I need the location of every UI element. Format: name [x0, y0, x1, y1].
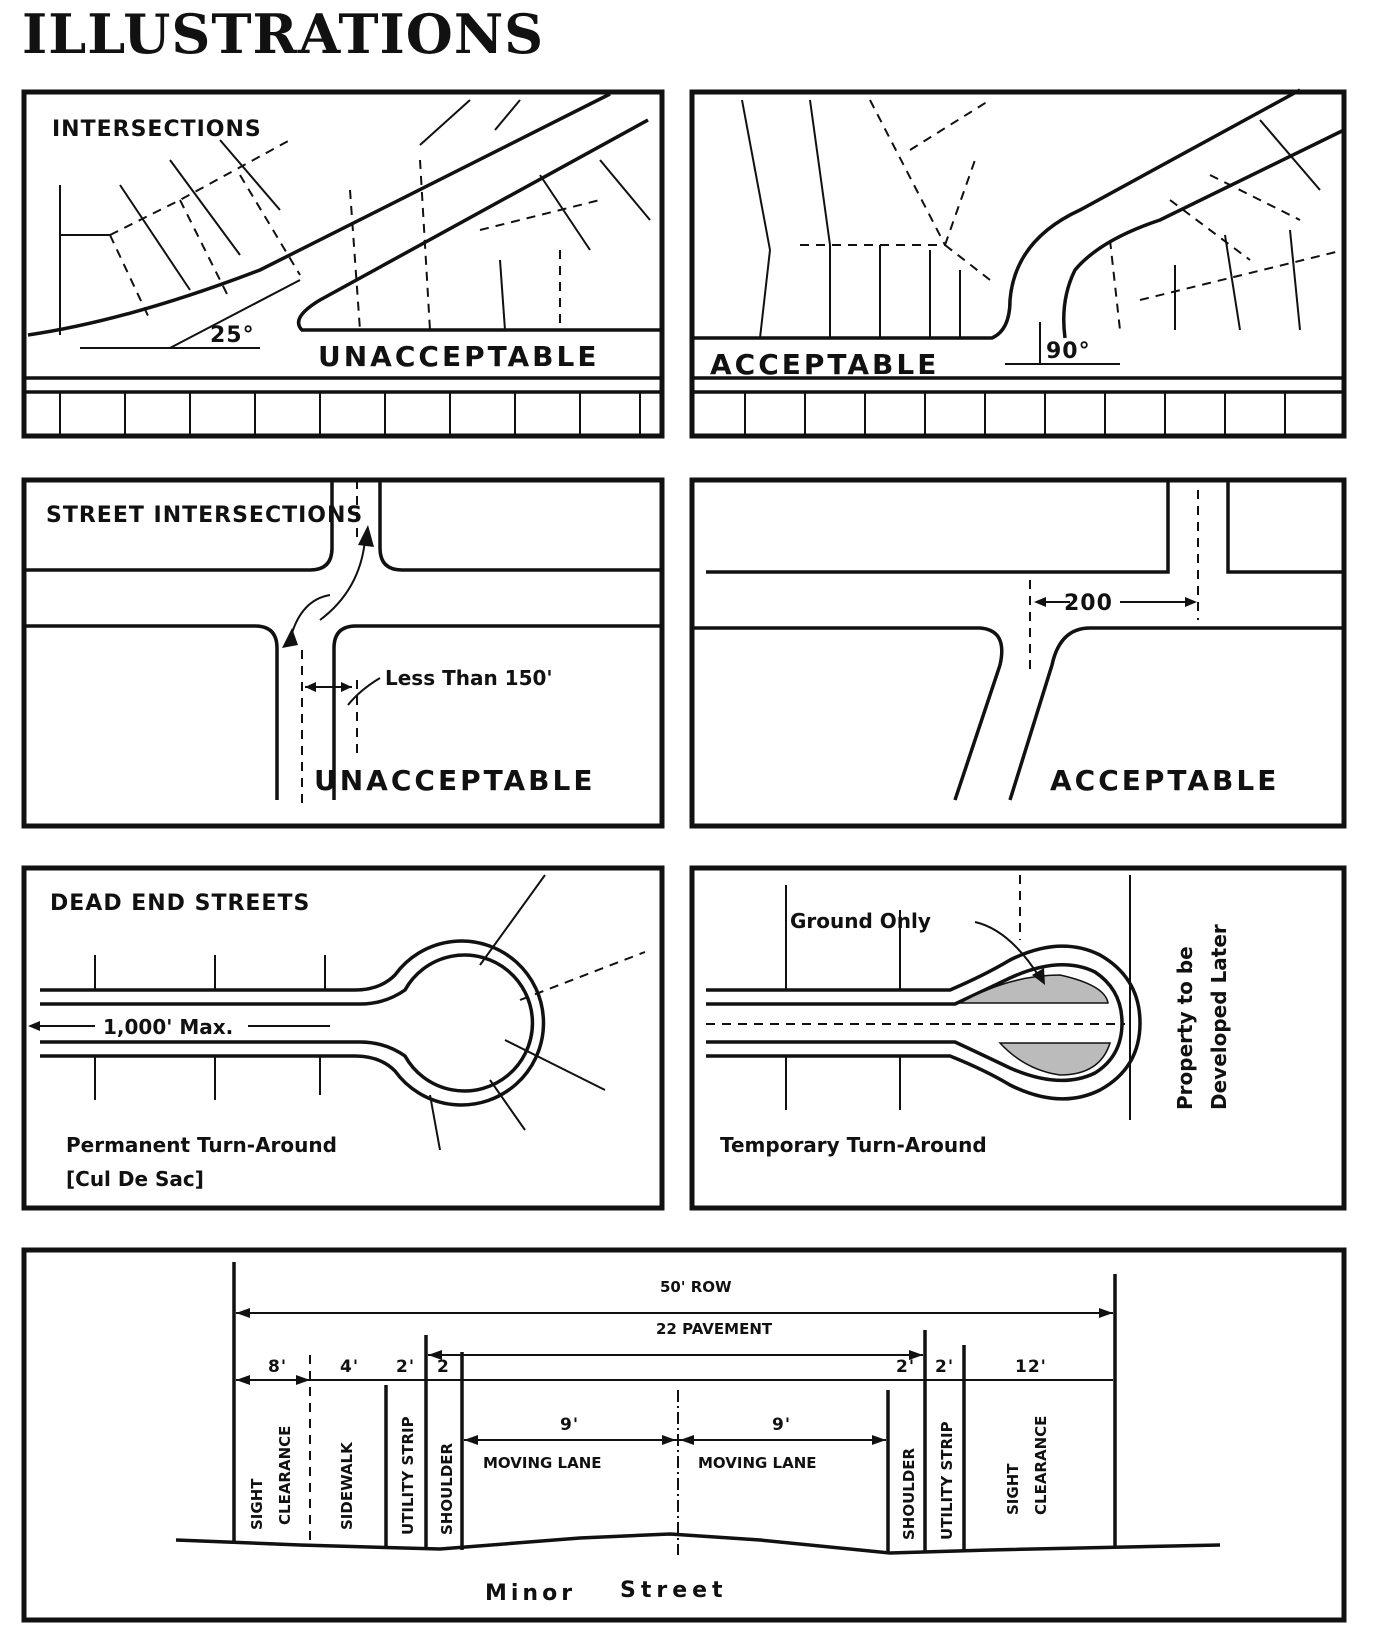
lot-line [519, 951, 646, 1001]
angle-label: 25° [210, 323, 255, 348]
width-label: 9' [560, 1415, 579, 1435]
lot-lines [109, 139, 601, 331]
lot-ticks [59, 392, 641, 436]
street-edge [24, 480, 334, 572]
caption-line: Permanent Turn-Around [66, 1133, 337, 1157]
row-label: 50' ROW [660, 1278, 732, 1296]
street-word: Street [620, 1578, 728, 1603]
width-label: 9' [772, 1415, 791, 1435]
distance-label: 200 [1064, 591, 1113, 616]
zone-label: CLEARANCE [1032, 1416, 1050, 1515]
panel-dead-end-permanent: DEAD END STREETS 1,000' Max. Permanent T… [21, 865, 665, 1211]
zone-label: MOVING LANE [483, 1454, 602, 1472]
width-label: 2 [437, 1357, 450, 1377]
side-label-line: Developed Later [1207, 924, 1231, 1110]
zone-label: UTILITY STRIP [399, 1416, 417, 1535]
leader-line [347, 677, 381, 706]
dimension-arrows [236, 1308, 1113, 1445]
verdict-label: UNACCEPTABLE [318, 340, 600, 373]
temp-turnaround-outer [706, 944, 1142, 1101]
ground-profile [175, 1532, 1221, 1555]
width-labels: 8' 4' 2' 2 9' 9' 2' 2' 12' [268, 1357, 1047, 1435]
panel-street-acceptable: 200 ACCEPTABLE [689, 477, 1347, 829]
zone-label: UTILITY STRIP [938, 1421, 956, 1540]
panel-heading: INTERSECTIONS [52, 117, 262, 142]
arrow-head [358, 525, 374, 547]
page-title: ILLUSTRATIONS [22, 2, 545, 66]
street-edge [1008, 626, 1344, 801]
leader-line [974, 921, 1041, 979]
length-label: 1,000' Max. [103, 1015, 233, 1039]
pavement-label: 22 PAVEMENT [656, 1320, 773, 1338]
turn-arrow [319, 539, 366, 621]
distance-label: Less Than 150' [385, 666, 553, 690]
zone-labels: SIGHT CLEARANCE SIDEWALK UTILITY STRIP S… [248, 1416, 1050, 1540]
panel-frame [689, 865, 1347, 1211]
oblique-street-edge [296, 118, 660, 332]
ground-label: Ground Only [790, 909, 931, 933]
caption-line: Temporary Turn-Around [720, 1133, 987, 1157]
zone-label: SHOULDER [900, 1447, 918, 1540]
caption-line: [Cul De Sac] [66, 1167, 204, 1191]
panel-frame [689, 477, 1347, 829]
side-street-edge [1062, 128, 1345, 339]
panel-frame [689, 89, 1347, 439]
street-edge [706, 480, 1170, 574]
zone-boundaries [232, 1262, 1117, 1553]
side-label-line: Property to be [1173, 946, 1197, 1110]
street-edge [692, 626, 1004, 801]
panel-frame [21, 477, 665, 829]
lot-lines [94, 874, 606, 1151]
panel-intersections-acceptable: ACCEPTABLE 90° [689, 88, 1347, 439]
zone-label: SIDEWALK [338, 1441, 356, 1530]
street-edge [1226, 480, 1344, 574]
zone-label: SIGHT [248, 1478, 266, 1530]
panel-street-unacceptable: STREET INTERSECTIONS Less Than 150' UNAC… [21, 477, 665, 829]
panel-frame [21, 89, 665, 439]
zone-label: MOVING LANE [698, 1454, 817, 1472]
zone-label: SIGHT [1004, 1463, 1022, 1515]
panel-frame [21, 865, 665, 1211]
panel-frame [21, 1247, 1347, 1623]
angle-label: 90° [1046, 339, 1091, 364]
street-edge [332, 624, 662, 800]
dimension-arrows [305, 682, 352, 692]
verdict-label: ACCEPTABLE [710, 348, 939, 381]
arrow-head [282, 628, 298, 648]
verdict-label: ACCEPTABLE [1050, 764, 1279, 797]
street-edge [378, 480, 662, 572]
panel-heading: STREET INTERSECTIONS [46, 503, 363, 528]
lot-lines [785, 875, 1131, 1120]
width-label: 12' [1015, 1357, 1047, 1377]
street-word: Minor [485, 1581, 576, 1606]
panel-cross-section: 50' ROW 22 PAVEMENT 8' 4' 2' 2 9' 9' 2' … [21, 1247, 1347, 1623]
ground-only-area [998, 1042, 1112, 1076]
ground-only-area [957, 974, 1109, 1004]
lot-ticks [744, 392, 1286, 436]
dimension-arrow [28, 1021, 40, 1031]
zone-label: SHOULDER [438, 1442, 456, 1535]
width-label: 8' [268, 1357, 287, 1377]
width-label: 2' [896, 1357, 915, 1377]
width-label: 2' [935, 1357, 954, 1377]
angle-line [169, 279, 301, 349]
leader-arrow [1032, 968, 1045, 985]
width-label: 4' [340, 1357, 359, 1377]
cul-de-sac-inner [40, 953, 535, 1093]
zone-label: CLEARANCE [276, 1426, 294, 1525]
verdict-label: UNACCEPTABLE [314, 764, 596, 797]
panel-intersections-unacceptable: INTERSECTIONS 25° UNACCEPTABLE [21, 89, 665, 439]
panel-dead-end-temporary: Ground Only Temporary Turn-Around Proper… [689, 865, 1347, 1211]
lot-lines-solid [741, 99, 1321, 339]
width-label: 2' [396, 1357, 415, 1377]
lot-lines-solid [59, 99, 651, 335]
panel-heading: DEAD END STREETS [50, 891, 310, 916]
cul-de-sac-outer [40, 939, 546, 1107]
street-edge [24, 624, 279, 800]
side-street-edge [692, 88, 1301, 340]
